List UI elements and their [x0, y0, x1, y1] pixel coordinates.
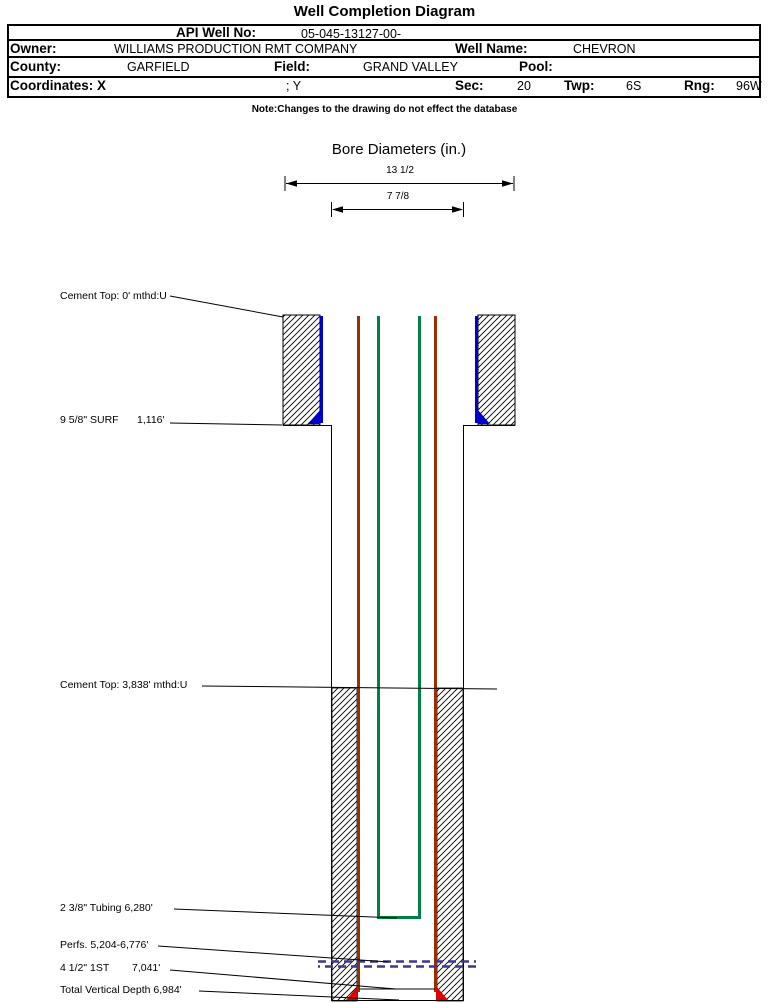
inner-diameter-label: 7 7/8 — [386, 191, 410, 202]
cement-column-left — [331, 687, 358, 1002]
county-label: County: — [10, 59, 61, 74]
field-label: Field: — [274, 59, 310, 74]
twp-value: 6S — [626, 79, 642, 93]
leader-perfs — [157, 945, 390, 963]
leader-tubing — [173, 908, 398, 919]
dimension-line-outer — [284, 176, 515, 191]
tvd-label: Total Vertical Depth 6,984' — [60, 984, 182, 996]
county-value: GARFIELD — [127, 60, 190, 74]
surface-casing-label: 9 5/8" SURF — [60, 414, 119, 426]
perfs-label: Perfs. 5,204-6,776' — [60, 939, 149, 951]
leader-cement-top-surface — [169, 295, 284, 318]
api-label: API Well No: — [176, 25, 257, 40]
well-name-label: Well Name: — [455, 41, 528, 56]
rng-label: Rng: — [684, 78, 715, 93]
rng-value: 96W — [736, 79, 762, 93]
well-name-value: CHEVRON — [573, 42, 636, 56]
casing-shoe-left — [346, 986, 358, 1000]
owner-label: Owner: — [10, 41, 57, 56]
surface-casing-right — [477, 314, 516, 426]
outer-diameter-label: 13 1/2 — [386, 165, 414, 176]
surface-cement-shoe-right — [478, 410, 490, 424]
leader-lines — [157, 295, 498, 1001]
casing-shoe-right — [436, 986, 448, 1000]
page-title: Well Completion Diagram — [293, 3, 476, 20]
cement-top-production-label: Cement Top: 3,838' mthd:U — [60, 679, 188, 691]
leader-tvd — [198, 990, 400, 1001]
surface-casing-left — [282, 314, 321, 426]
dimension-line-inner — [331, 202, 464, 217]
production-casing-label: 4 1/2" 1ST — [60, 962, 110, 974]
cement-column-right — [436, 687, 464, 1002]
coordinates-label: Coordinates: X — [10, 78, 107, 93]
coordinates-y-label: ; Y — [286, 79, 302, 93]
dimension-arrow-right-inner — [452, 206, 463, 213]
production-casing-depth: 7,041' — [132, 962, 161, 974]
database-note: Note:Changes to the drawing do not effec… — [251, 104, 518, 115]
api-value: 05-045-13127-00- — [301, 27, 402, 41]
sec-value: 20 — [517, 79, 531, 93]
table-row-divider — [9, 56, 759, 58]
surface-casing-depth: 1,116' — [137, 414, 165, 426]
twp-label: Twp: — [564, 78, 595, 93]
table-row-divider — [9, 39, 759, 41]
table-row-divider — [9, 76, 759, 78]
dimension-arrow-left-inner — [332, 206, 343, 213]
surface-cement-shoe-left — [308, 410, 320, 424]
field-value: GRAND VALLEY — [363, 60, 458, 74]
leader-surface-casing — [169, 422, 283, 426]
well-info-table — [7, 24, 761, 98]
owner-value: WILLIAMS PRODUCTION RMT COMPANY — [114, 42, 358, 56]
cement-top-surface-label: Cement Top: 0' mthd:U — [60, 290, 167, 302]
bore-diameters-heading: Bore Diameters (in.) — [331, 141, 467, 158]
tubing-string — [377, 316, 421, 919]
tubing-label: 2 3/8" Tubing 6,280' — [60, 902, 153, 914]
dimension-arrow-left-outer — [286, 180, 297, 187]
leader-cement-top-production — [201, 685, 498, 690]
leader-production-casing — [169, 969, 397, 990]
dimension-arrow-right-outer — [502, 180, 513, 187]
sec-label: Sec: — [455, 78, 484, 93]
pool-label: Pool: — [519, 59, 553, 74]
